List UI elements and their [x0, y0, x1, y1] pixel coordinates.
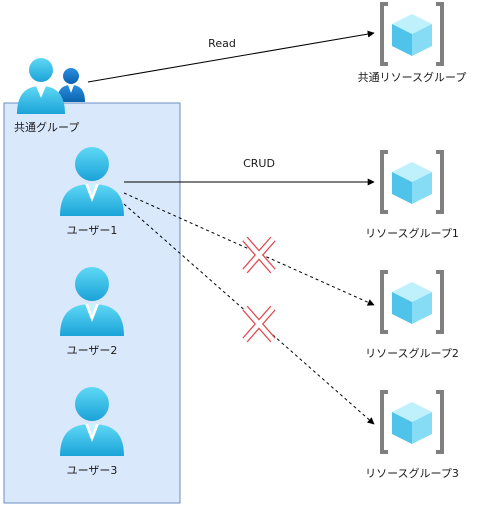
resource-group-2-label: リソースグループ2: [365, 347, 459, 360]
resource-group-3-label: リソースグループ3: [365, 467, 459, 480]
edge-read-label: Read: [208, 37, 236, 50]
deny-cross-icon-1: [242, 236, 276, 274]
resource-group-2-icon[interactable]: [380, 270, 444, 334]
user-1-icon[interactable]: [60, 147, 124, 216]
user-3-label: ユーザー3: [66, 464, 118, 477]
edge-denied-2[interactable]: [123, 203, 375, 425]
group-icon: [17, 58, 85, 114]
resource-group-3-icon[interactable]: [380, 390, 444, 454]
edge-crud-label: CRUD: [243, 157, 275, 170]
user-2-label: ユーザー2: [66, 344, 118, 357]
group-label: 共通グループ: [14, 121, 80, 134]
edge-read[interactable]: [87, 30, 375, 83]
resource-group-1-label: リソースグループ1: [365, 227, 459, 240]
common-resource-group-icon[interactable]: [380, 2, 444, 66]
user-2-icon[interactable]: [60, 267, 124, 336]
edge-denied-1[interactable]: [123, 192, 375, 306]
deny-cross-icon-2: [242, 305, 276, 343]
user-3-icon[interactable]: [60, 387, 124, 456]
user-1-label: ユーザー1: [66, 224, 118, 237]
resource-group-1-icon[interactable]: [380, 150, 444, 214]
common-resource-group-label: 共通リソースグループ: [357, 71, 467, 84]
